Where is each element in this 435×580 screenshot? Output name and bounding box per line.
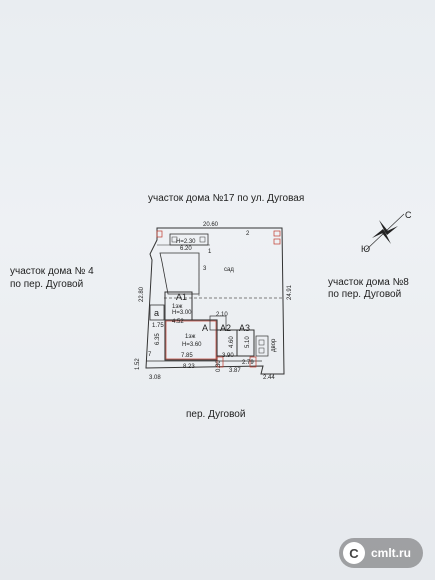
shed-height: Н=2.30 [176, 239, 196, 245]
label-7: 7 [148, 352, 152, 358]
site-watermark: С cmlt.ru [339, 538, 423, 568]
room-a-note: 1эж [185, 334, 195, 340]
label-3: 3 [203, 266, 207, 272]
room-a2-label: А2 [220, 323, 231, 333]
dim-152: 1.52 [135, 358, 141, 370]
room-a-label: А [202, 323, 208, 333]
yard-label: сад [224, 267, 234, 273]
west-neighbor-label-2: по пер. Дуговой [10, 279, 84, 290]
plot-boundary [145, 227, 285, 375]
dim-shed-width: 6.20 [180, 246, 192, 252]
dim-308: 3.08 [149, 375, 161, 381]
west-neighbor-label-1: участок дома № 4 [10, 266, 94, 277]
dim-left-depth: 22.80 [139, 286, 145, 302]
room-a-small-label: а [154, 308, 159, 318]
dim-510: 5.10 [245, 336, 251, 348]
dim-279: 2.79 [242, 360, 254, 366]
dim-210: 2.10 [216, 312, 228, 318]
compass-south: Ю [361, 244, 370, 254]
east-neighbor-label-1: участок дома №8 [328, 277, 409, 288]
room-a1-label: А1 [176, 292, 187, 302]
label-2: 2 [246, 231, 250, 237]
label-1: 1 [208, 249, 212, 255]
room-a1-height: Н=3.00 [172, 310, 192, 316]
dim-030: 0.30 [216, 360, 222, 372]
dim-785: 7.85 [181, 353, 193, 359]
watermark-text: cmlt.ru [371, 546, 412, 560]
cmlt-logo-icon: С [343, 542, 365, 564]
dim-452: 4.52 [172, 319, 184, 325]
room-a3-label: А3 [239, 323, 250, 333]
porch-label: двор [271, 338, 277, 352]
south-street-label: пер. Дуговой [186, 409, 246, 420]
dim-175: 1.75 [152, 323, 164, 329]
room-a-height: Н=3.60 [182, 342, 202, 348]
room-a1-note: 1эж [172, 304, 182, 310]
dim-635: 6.35 [155, 333, 161, 345]
porch [255, 335, 269, 357]
north-neighbor-label: участок дома №17 по ул. Дуговая [148, 193, 305, 204]
east-neighbor-label-2: по пер. Дуговой [328, 289, 402, 300]
dim-823: 8.23 [183, 364, 195, 370]
dim-387: 3.87 [229, 368, 241, 374]
compass-icon: С Ю [361, 210, 412, 254]
compass-north: С [405, 210, 412, 220]
room-a3 [236, 329, 255, 357]
outbuilding-3 [159, 252, 200, 295]
dim-right-depth: 24.91 [287, 284, 293, 300]
dim-460: 4.60 [229, 336, 235, 348]
dim-390: 3.90 [222, 353, 234, 359]
dim-top-width: 20.60 [203, 222, 219, 228]
dim-244: 2.44 [263, 375, 275, 381]
room-a-small [149, 304, 165, 321]
